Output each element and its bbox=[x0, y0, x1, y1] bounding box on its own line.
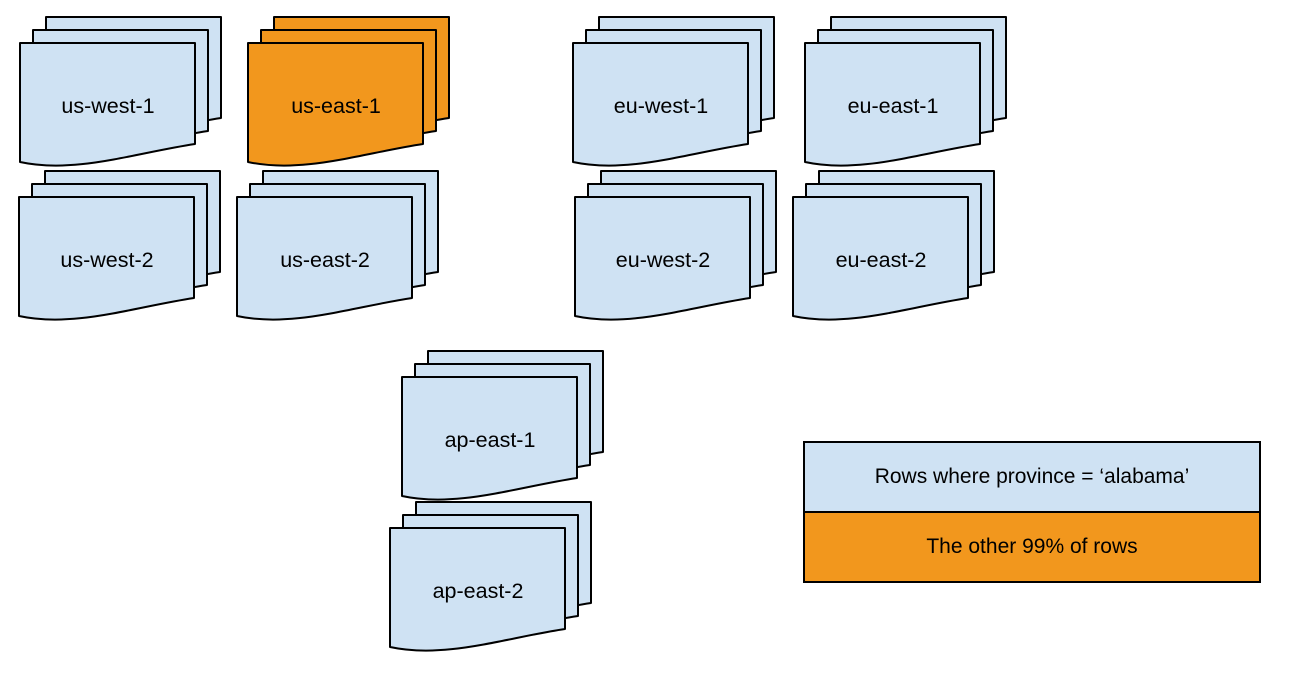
region-label: ap-east-1 bbox=[445, 428, 536, 452]
region-label: eu-east-1 bbox=[848, 94, 939, 118]
legend-item-other-rows: The other 99% of rows bbox=[803, 511, 1261, 583]
region-stack-eu-west-2: eu-west-2 bbox=[574, 170, 778, 323]
region-stack-us-west-1: us-west-1 bbox=[19, 16, 223, 169]
region-label: eu-east-2 bbox=[836, 248, 927, 272]
document-stack-icon: eu-east-2 bbox=[792, 170, 995, 321]
region-stack-us-east-1: us-east-1 bbox=[247, 16, 451, 169]
legend-item-label: Rows where province = ‘alabama’ bbox=[874, 465, 1190, 488]
document-stack-icon: us-west-1 bbox=[19, 16, 222, 167]
region-label: us-east-2 bbox=[280, 248, 370, 272]
region-label: us-east-1 bbox=[291, 94, 381, 118]
document-stack-icon: us-west-2 bbox=[18, 170, 221, 321]
region-label: us-west-2 bbox=[60, 248, 153, 272]
region-stack-us-east-2: us-east-2 bbox=[236, 170, 440, 323]
region-stack-us-west-2: us-west-2 bbox=[18, 170, 222, 323]
document-stack-icon: eu-east-1 bbox=[804, 16, 1007, 167]
region-stack-eu-west-1: eu-west-1 bbox=[572, 16, 776, 169]
legend-item-alabama-rows: Rows where province = ‘alabama’ bbox=[803, 441, 1261, 513]
document-stack-icon: eu-west-1 bbox=[572, 16, 775, 167]
region-stack-ap-east-2: ap-east-2 bbox=[389, 501, 593, 654]
region-label: ap-east-2 bbox=[433, 579, 524, 603]
document-stack-icon: us-east-2 bbox=[236, 170, 439, 321]
legend: Rows where province = ‘alabama’ The othe… bbox=[803, 441, 1261, 583]
document-stack-icon: us-east-1 bbox=[247, 16, 450, 167]
region-stack-eu-east-1: eu-east-1 bbox=[804, 16, 1008, 169]
document-stack-icon: ap-east-2 bbox=[389, 501, 592, 652]
legend-item-label: The other 99% of rows bbox=[926, 535, 1138, 558]
region-stack-eu-east-2: eu-east-2 bbox=[792, 170, 996, 323]
document-stack-icon: ap-east-1 bbox=[401, 350, 604, 501]
document-stack-icon: eu-west-2 bbox=[574, 170, 777, 321]
region-stack-ap-east-1: ap-east-1 bbox=[401, 350, 605, 503]
region-label: us-west-1 bbox=[61, 94, 154, 118]
region-label: eu-west-1 bbox=[614, 94, 708, 118]
region-label: eu-west-2 bbox=[616, 248, 710, 272]
